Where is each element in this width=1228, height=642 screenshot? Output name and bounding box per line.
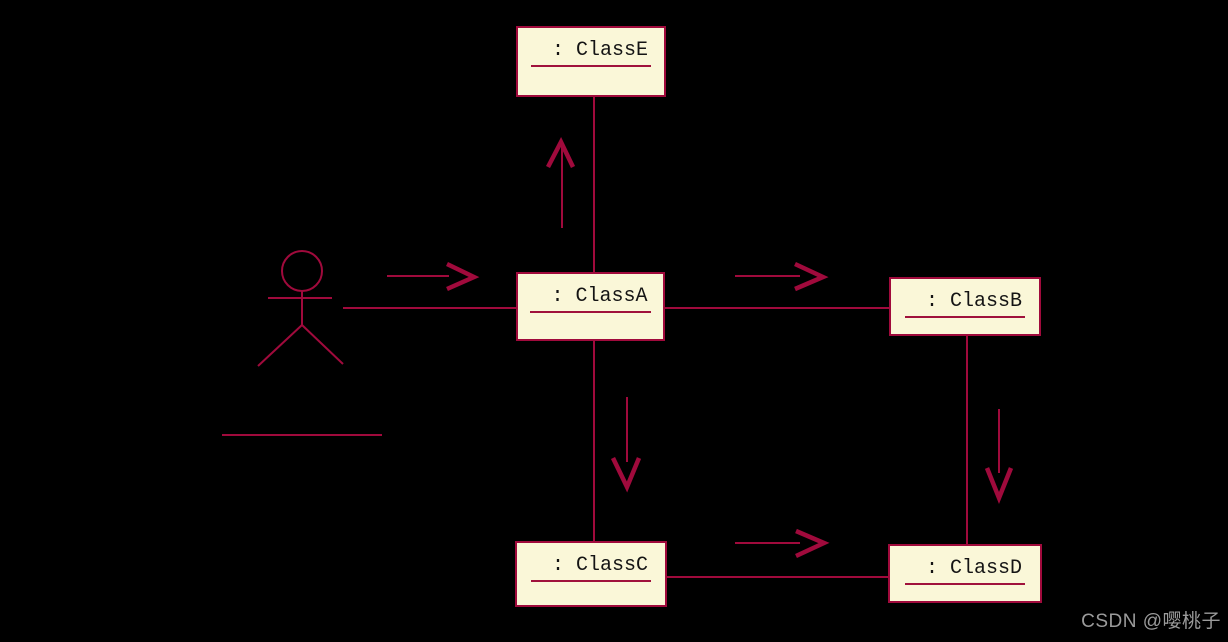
message-arrow-classb-to-classd bbox=[984, 409, 1014, 505]
actor-figure bbox=[222, 250, 382, 436]
actor-left-leg bbox=[257, 324, 303, 367]
actor-right-leg bbox=[301, 324, 344, 365]
object-box-classd: : ClassD bbox=[888, 544, 1042, 603]
object-box-classa: : ClassA bbox=[516, 272, 665, 341]
object-box-classc: : ClassC bbox=[515, 541, 667, 607]
message-arrow-actor-to-classa bbox=[387, 261, 480, 292]
actor-head bbox=[281, 250, 323, 292]
message-arrows bbox=[387, 136, 1014, 559]
object-label-classd: : ClassD bbox=[904, 556, 1025, 585]
message-arrow-classc-to-classd bbox=[735, 528, 830, 559]
arrow-head-right-icon bbox=[446, 261, 480, 292]
object-box-classe: : ClassE bbox=[516, 26, 666, 97]
object-box-classb: : ClassB bbox=[889, 277, 1041, 336]
arrow-head-up-icon bbox=[546, 136, 576, 169]
link-lines bbox=[343, 97, 968, 578]
arrow-head-right-icon bbox=[794, 261, 829, 292]
object-label-classb: : ClassB bbox=[904, 289, 1025, 318]
object-label-classc: : ClassC bbox=[530, 553, 651, 582]
arrow-head-down-icon bbox=[984, 467, 1014, 505]
message-arrow-classa-to-classb bbox=[735, 261, 829, 292]
object-label-classe: : ClassE bbox=[530, 38, 651, 67]
object-label-classa: : ClassA bbox=[530, 284, 651, 313]
watermark: CSDN @嘤桃子 bbox=[1081, 611, 1221, 632]
message-arrow-classa-to-classc bbox=[610, 397, 642, 493]
message-arrow-classa-to-classe bbox=[546, 136, 576, 228]
arrow-head-down-icon bbox=[610, 457, 642, 493]
arrow-head-right-icon bbox=[795, 528, 830, 559]
